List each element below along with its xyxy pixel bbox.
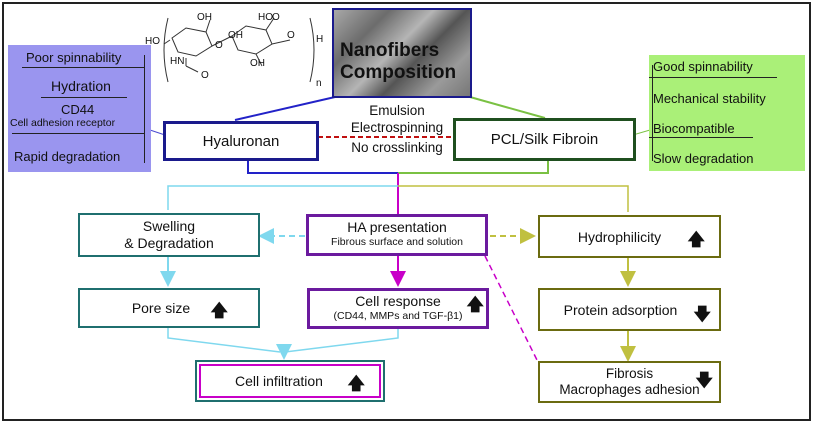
- hydrophilicity-label: Hydrophilicity: [577, 228, 662, 245]
- mol-label-o2: O: [215, 40, 223, 51]
- link-nano-pcl: [469, 96, 546, 119]
- mol-label-o3: O: [287, 30, 295, 41]
- decrease-arrow-icon: 🡇: [695, 371, 713, 390]
- method-emulsion: Emulsion: [369, 103, 425, 118]
- property-cd44: CD44: [61, 102, 95, 117]
- cell-response-label: Cell response: [355, 292, 441, 309]
- fibrosis-label: Fibrosis: [605, 366, 654, 381]
- hyaluronan-properties-panel: Poor spinnability Hydration CD44 Cell ad…: [8, 45, 151, 172]
- link-nano-ha: [234, 96, 336, 121]
- mol-label-ho: HO: [145, 36, 160, 47]
- mol-label-oh-top: OH: [197, 12, 212, 23]
- ha-presentation-box: HA presentation Fibrous surface and solu…: [306, 214, 488, 256]
- cell-response-sub: (CD44, MMPs and TGF-β1): [333, 309, 463, 322]
- pore-size-box: Pore size 🡅: [78, 288, 260, 328]
- mol-label-o4: O: [272, 12, 280, 23]
- pcl-label: PCL/Silk Fibroin: [490, 131, 599, 148]
- fabrication-method: Emulsion Electrospinning No crosslinking: [336, 102, 458, 156]
- property-hydration: Hydration: [51, 78, 111, 94]
- increase-arrow-icon: 🡅: [687, 230, 705, 249]
- property-slow-degradation: Slow degradation: [653, 151, 754, 166]
- increase-arrow-icon: 🡅: [347, 374, 365, 393]
- property-rapid-degradation: Rapid degradation: [14, 149, 121, 164]
- increase-arrow-icon: 🡅: [210, 301, 228, 320]
- protein-adsorption-box: Protein adsorption 🡇: [538, 288, 721, 331]
- swelling-label: Swelling: [142, 218, 196, 234]
- swelling-degradation-box: Swelling & Degradation: [78, 213, 260, 257]
- degradation-label: & Degradation: [124, 235, 214, 251]
- mol-label-oh-bottom: OH: [250, 58, 265, 69]
- hyaluronan-molecule: [163, 17, 315, 83]
- cell-infiltration-label: Cell infiltration: [235, 373, 323, 389]
- property-good-spinnability: Good spinnability: [653, 59, 753, 74]
- hydrophilicity-box: Hydrophilicity 🡅: [538, 215, 721, 258]
- mol-label-oh-mid: OH: [228, 30, 243, 41]
- composition-title: Composition: [340, 62, 457, 83]
- pcl-properties-panel: Good spinnability Mechanical stability B…: [649, 55, 805, 171]
- link-leftpanel: [149, 129, 166, 136]
- increase-arrow-icon: 🡅: [466, 295, 484, 314]
- protein-adsorption-label: Protein adsorption: [563, 301, 678, 318]
- property-cell-adhesion-receptor: Cell adhesion receptor: [10, 117, 116, 129]
- mol-label-o: O: [201, 70, 209, 81]
- method-no-crosslinking: No crosslinking: [351, 140, 443, 155]
- mol-label-ho2: HO: [258, 12, 273, 23]
- cell-response-box: Cell response (CD44, MMPs and TGF-β1) 🡅: [307, 288, 489, 329]
- property-poor-spinnability: Poor spinnability: [26, 50, 122, 65]
- hyaluronan-box: Hyaluronan: [163, 121, 319, 161]
- mol-label-n: n: [316, 78, 322, 89]
- nanofibers-title: Nanofibers: [340, 40, 440, 61]
- cell-infiltration-box: Cell infiltration 🡅: [195, 360, 385, 402]
- property-mechanical-stability: Mechanical stability: [653, 91, 766, 106]
- ha-presentation-label: HA presentation: [347, 219, 447, 235]
- macrophages-adhesion-label: Macrophages adhesion: [559, 382, 700, 397]
- nanofibers-composition-image: Nanofibers Composition: [332, 8, 472, 98]
- method-electrospinning: Electrospinning: [350, 120, 444, 135]
- diagram-frame: [2, 2, 811, 421]
- pore-size-label: Pore size: [131, 300, 191, 316]
- decrease-arrow-icon: 🡇: [693, 305, 711, 324]
- property-biocompatible: Biocompatible: [653, 121, 735, 136]
- ha-presentation-sub: Fibrous surface and solution: [331, 236, 463, 248]
- fibrosis-box: Fibrosis Macrophages adhesion 🡇: [538, 361, 721, 403]
- hyaluronan-label: Hyaluronan: [202, 132, 280, 150]
- pcl-silk-fibroin-box: PCL/Silk Fibroin: [453, 118, 636, 161]
- mol-label-h: H: [316, 34, 324, 45]
- mol-label-hn: HN: [170, 56, 185, 67]
